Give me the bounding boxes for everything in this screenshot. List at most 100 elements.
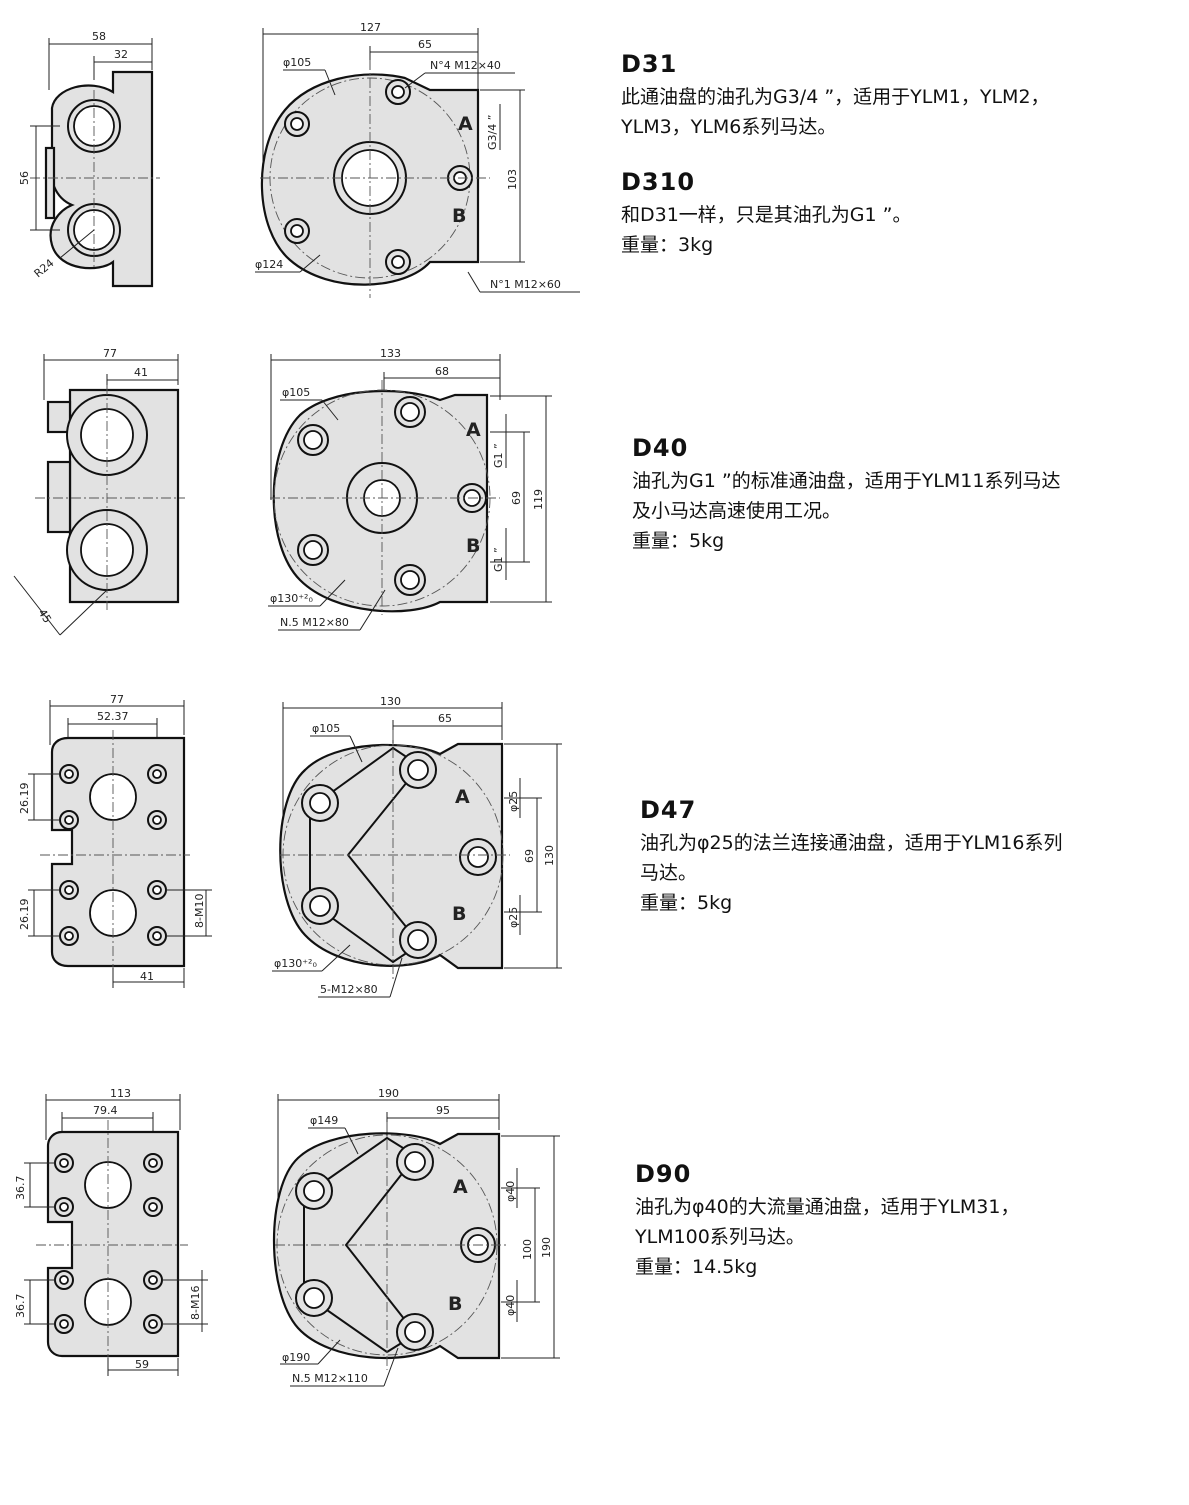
- d31-side-inner-width: 32: [114, 48, 128, 61]
- d90-face-half-width: 95: [436, 1104, 450, 1117]
- d90-line-1: 油孔为φ40的大流量通油盘，适用于YLM31，: [635, 1196, 1020, 1218]
- d90-face-height: 190: [540, 1237, 553, 1258]
- d40-side-inner-width: 41: [134, 366, 148, 379]
- d40-line-1: 油孔为G1 ”的标准通油盘，适用于YLM11系列马达: [632, 470, 1061, 492]
- d47-face-inner-height: 69: [523, 849, 536, 863]
- d90-face-d2: φ190: [282, 1351, 310, 1364]
- d90-face-view: 190 95 A B φ149 φ190 N.5 M12×110: [273, 1087, 560, 1387]
- d310-title: D310: [621, 168, 696, 196]
- d47-face-d1: φ105: [312, 722, 340, 735]
- product-d31: 58 32 56 R24 127 65: [0, 0, 1189, 310]
- d31-port-b: B: [452, 205, 466, 227]
- d31-port-a: A: [458, 113, 473, 135]
- d47-face-d2: φ130⁺²₀: [274, 957, 317, 970]
- d31-face-half-width: 65: [418, 38, 432, 51]
- d47-bolt: 5-M12×80: [320, 983, 378, 996]
- d47-side-bottom-width: 41: [140, 970, 154, 983]
- d40-face-half-width: 68: [435, 365, 449, 378]
- d47-side-thread: 8-M10: [193, 894, 206, 928]
- product-d40: 77 41 45 133 68: [0, 340, 1189, 650]
- d90-description: D90 油孔为φ40的大流量通油盘，适用于YLM31， YLM100系列马达。 …: [635, 1160, 1019, 1282]
- d47-title: D47: [640, 796, 697, 824]
- d47-weight: 重量：5kg: [640, 892, 733, 914]
- d40-line-2: 及小马达高速使用工况。: [632, 500, 842, 522]
- d310-weight: 重量：3kg: [621, 234, 714, 256]
- d47-port-a: A: [455, 786, 470, 808]
- d40-face-inner-height: 69: [510, 491, 523, 505]
- d90-side-h1: 36.7: [14, 1176, 27, 1201]
- d40-face-view: 133 68 A B φ105 φ130⁺²₀ N.5 M12: [268, 347, 552, 631]
- d90-weight: 重量：14.5kg: [635, 1256, 758, 1278]
- d90-side-view: 113 79.4 36.7 36.7: [14, 1087, 208, 1376]
- d31-side-view: 58 32 56 R24: [18, 30, 160, 288]
- d47-side-h2: 26.19: [18, 899, 31, 931]
- product-d47: 77 52.37 26.19 26.19: [0, 690, 1189, 1010]
- d47-side-view: 77 52.37 26.19 26.19: [18, 693, 212, 988]
- d90-face-d1: φ149: [310, 1114, 338, 1127]
- d90-face-width: 190: [378, 1087, 399, 1100]
- d31-bolt-1: N°4 M12×40: [430, 59, 501, 72]
- d40-port-b: B: [466, 535, 480, 557]
- d47-side-inner-width: 52.37: [97, 710, 129, 723]
- d47-face-width: 130: [380, 695, 401, 708]
- d47-port-b-size: φ25: [507, 907, 520, 928]
- d47-face-view: 130 65 A B φ105 φ130⁺²₀ 5-M12×80: [272, 695, 562, 998]
- d40-side-diag: 45: [35, 607, 53, 626]
- d31-face-d2: φ124: [255, 258, 283, 271]
- d40-face-d2: φ130⁺²₀: [270, 592, 313, 605]
- d31-face-view: 127 65 A B φ105 φ124 N°4 M12×40: [255, 21, 580, 298]
- d47-drawing: 77 52.37 26.19 26.19: [18, 693, 562, 998]
- d40-port-b-size: G1 ”: [492, 547, 505, 572]
- d40-face-height: 119: [532, 489, 545, 510]
- d90-side-bottom-width: 59: [135, 1358, 149, 1371]
- d31-port-size: G3/4 ”: [486, 115, 499, 150]
- d40-port-a-size: G1 ”: [492, 443, 505, 468]
- d31-title: D31: [621, 50, 678, 78]
- d90-port-b-size: φ40: [504, 1295, 517, 1316]
- d31-line-2: YLM3，YLM6系列马达。: [621, 116, 837, 138]
- d90-port-a: A: [453, 1176, 468, 1198]
- d90-line-2: YLM100系列马达。: [635, 1226, 805, 1248]
- d90-face-inner-height: 100: [521, 1239, 534, 1260]
- d31-side-width: 58: [92, 30, 106, 43]
- d47-face-half-width: 65: [438, 712, 452, 725]
- d31-description: D31 此通油盘的油孔为G3/4 ”，适用于YLM1，YLM2， YLM3，YL…: [621, 50, 1050, 260]
- d90-side-h2: 36.7: [14, 1294, 27, 1319]
- d47-face-height: 130: [543, 845, 556, 866]
- d90-drawing: 113 79.4 36.7 36.7: [14, 1087, 560, 1387]
- d47-line-2: 马达。: [640, 862, 698, 884]
- d90-title: D90: [635, 1160, 692, 1188]
- d31-bolt-2: N°1 M12×60: [490, 278, 561, 291]
- d47-description: D47 油孔为φ25的法兰连接通油盘，适用于YLM16系列 马达。 重量：5kg: [640, 796, 1062, 918]
- d90-side-width: 113: [110, 1087, 131, 1100]
- d90-port-a-size: φ40: [504, 1181, 517, 1202]
- d40-side-view: 77 41 45: [13, 347, 185, 636]
- d47-line-1: 油孔为φ25的法兰连接通油盘，适用于YLM16系列: [640, 832, 1063, 854]
- d90-port-b: B: [448, 1293, 462, 1315]
- d31-face-d1: φ105: [283, 56, 311, 69]
- d90-bolt: N.5 M12×110: [292, 1372, 368, 1385]
- d310-line-1: 和D31一样，只是其油孔为G1 ”。: [621, 204, 912, 226]
- d47-port-b: B: [452, 903, 466, 925]
- d31-side-radius: R24: [32, 256, 57, 280]
- d31-face-width: 127: [360, 21, 381, 34]
- d40-port-a: A: [466, 419, 481, 441]
- d40-title: D40: [632, 434, 689, 462]
- d31-side-height: 56: [18, 171, 31, 185]
- d40-description: D40 油孔为G1 ”的标准通油盘，适用于YLM11系列马达 及小马达高速使用工…: [632, 434, 1060, 556]
- d31-face-height: 103: [506, 169, 519, 190]
- d31-line-1: 此通油盘的油孔为G3/4 ”，适用于YLM1，YLM2，: [621, 86, 1050, 108]
- d40-face-d1: φ105: [282, 386, 310, 399]
- d40-face-width: 133: [380, 347, 401, 360]
- d90-side-thread: 8-M16: [189, 1286, 202, 1320]
- d40-weight: 重量：5kg: [632, 530, 725, 552]
- d90-side-inner-width: 79.4: [93, 1104, 118, 1117]
- d40-bolt: N.5 M12×80: [280, 616, 349, 629]
- d47-side-h1: 26.19: [18, 783, 31, 815]
- d40-drawing: 77 41 45 133 68: [13, 347, 552, 636]
- d31-drawing: 58 32 56 R24 127 65: [18, 21, 580, 298]
- d40-side-width: 77: [103, 347, 117, 360]
- d47-port-a-size: φ25: [507, 791, 520, 812]
- product-d90: 113 79.4 36.7 36.7: [0, 1080, 1189, 1400]
- d47-side-width: 77: [110, 693, 124, 706]
